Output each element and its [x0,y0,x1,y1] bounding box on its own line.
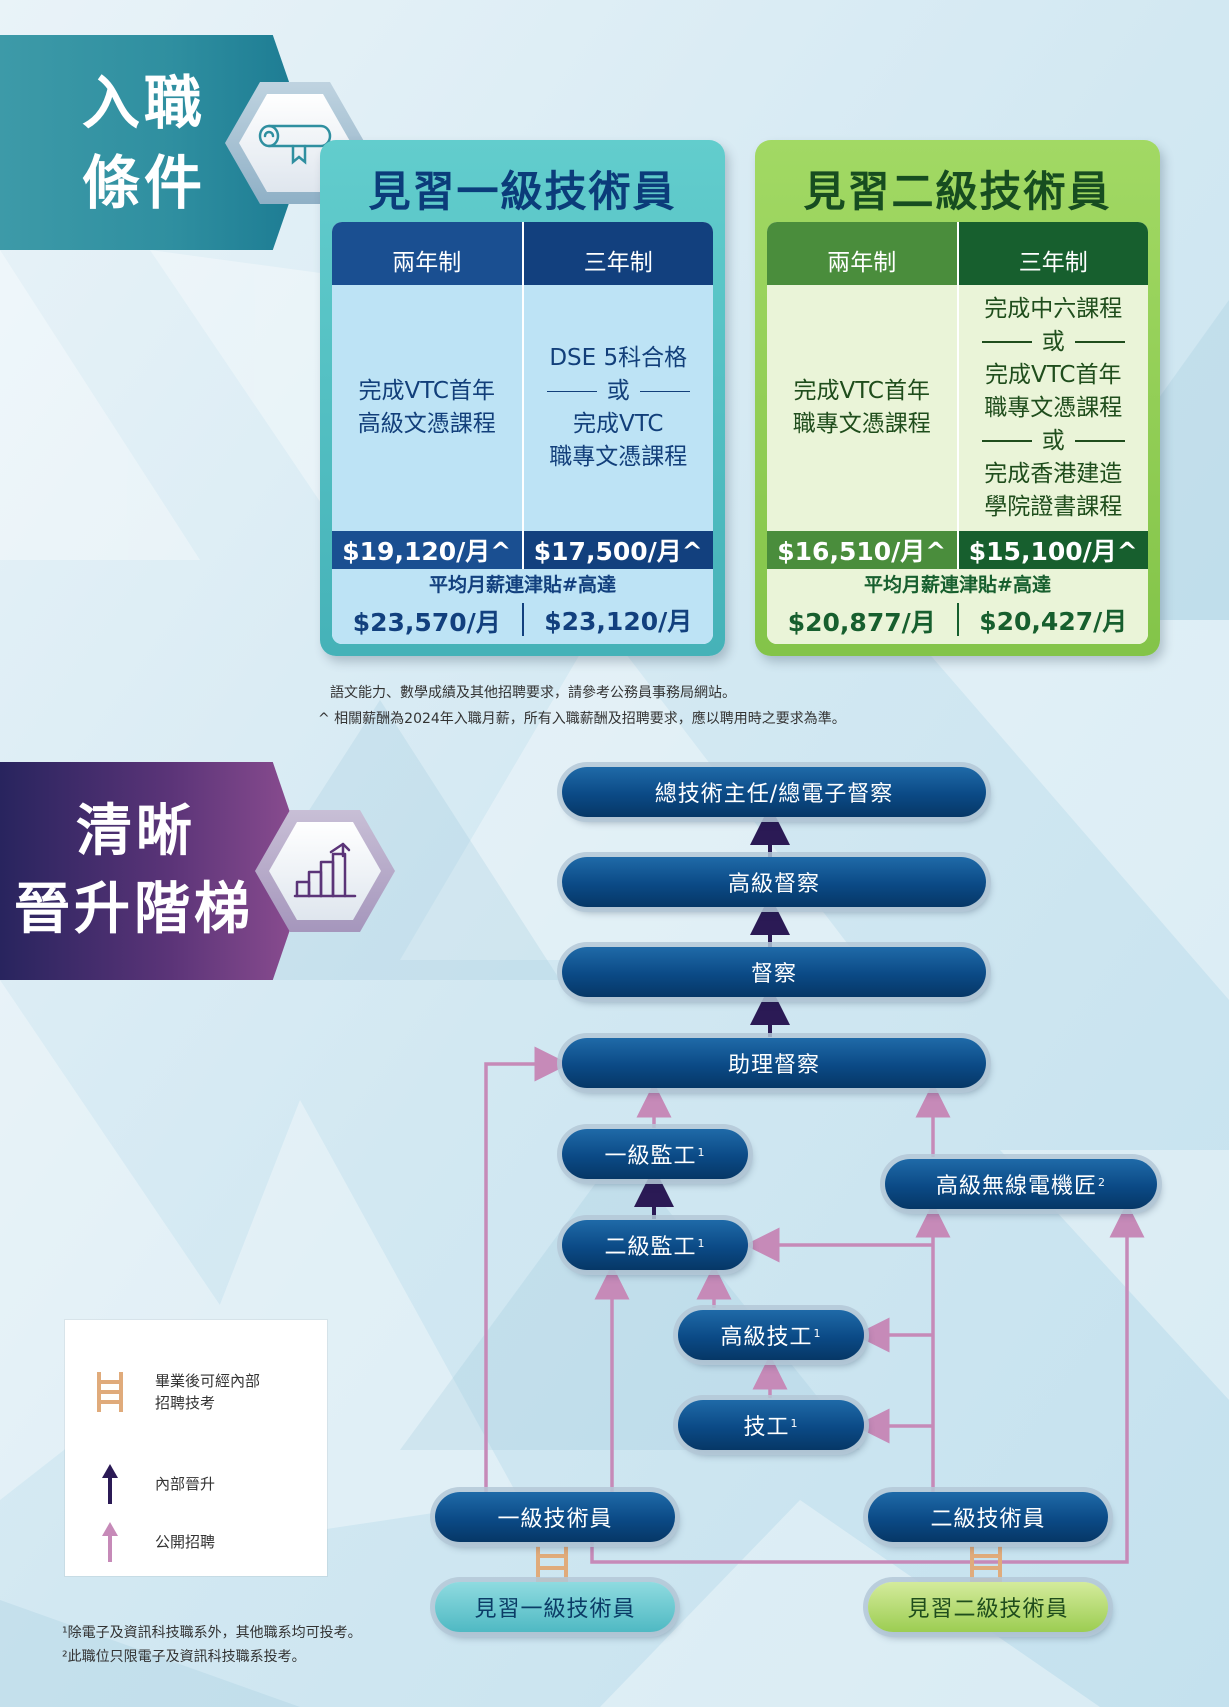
card2-pay-three-year: $15,100/月^ [956,531,1148,569]
card2-tab-two-year: 兩年制 [767,222,957,285]
card2-total-two-year: $20,877/月 [787,607,936,637]
card2-pay-two-year: $16,510/月^ [767,531,957,569]
card1-req-three-year-a: DSE 5科合格 [549,345,688,371]
footnote-marker-2: 2 [1098,1175,1106,1189]
rank-senior-inspector: 高級督察 [562,857,986,907]
card1-title: 見習一級技術員 [368,167,677,216]
card1-req-two-year: 完成VTC首年 高級文憑課程 [332,285,522,531]
card2-req-three-year-b2: 職專文憑課程 [984,394,1123,421]
card2-req-or2: 或 [972,425,1135,458]
card2-req-three-year-a: 完成中六課程 [984,295,1123,322]
legend-internal: 內部晉升 [155,1475,216,1493]
rank-technician-2-label: 二級技術員 [930,1507,1046,1532]
rank-inspector-label: 督察 [750,962,797,987]
card1-table: 兩年制 三年制 完成VTC首年 高級文憑課程 DSE 5科合格 或 完成VTC … [332,222,713,644]
ladder-icon [97,1372,123,1412]
diploma-scroll-icon [258,124,332,165]
card2-req-or1: 或 [972,326,1135,359]
rank-trainee-technician-1: 見習一級技術員 [435,1582,675,1632]
legend-open: 公開招聘 [155,1533,216,1551]
card1-req-three-year-b2: 職專文憑課程 [549,444,688,470]
card1-req-three-year: DSE 5科合格 或 完成VTC 職專文憑課程 [521,285,713,531]
rank-technician-2: 二級技術員 [868,1492,1108,1542]
card2-allowance-label: 平均月薪連津貼#高達 [767,569,1148,597]
card1-tab-three-year: 三年制 [521,222,713,285]
rank-assistant-inspector: 助理督察 [562,1038,986,1088]
card2-req-two-year-line2: 職專文憑課程 [792,411,931,437]
card1-total-two-year: $23,570/月 [352,607,501,637]
internal-promotion-arrow-icon [102,1464,118,1504]
rank-senior-radio-label: 高級無線電機匠 [935,1174,1097,1199]
card1-pay-three-year: $17,500/月^ [521,531,713,569]
trainee-technician-2-card: 見習二級技術員 兩年制 三年制 完成VTC首年 職專文憑課程 完成中六課程 或 … [755,140,1160,656]
footnote-marker-1: 1 [790,1416,799,1430]
card1-req-or: 或 [537,375,700,408]
card1-pay-two-year: $19,120/月^ [332,531,522,569]
rank-artisan-label: 技工 [743,1415,790,1440]
rank-inspector: 督察 [562,947,986,997]
flow-legend: 畢業後可經內部 招聘技考 內部晉升 公開招聘 [65,1320,327,1576]
footnote-marker-1: 1 [697,1145,706,1159]
rank-senior-inspector-label: 高級督察 [727,872,820,897]
rank-chief-label: 總技術主任/總電子督察 [654,782,894,807]
entry-title-line2: 條件 [82,148,207,217]
card2-req-three-year-c2: 學院證書課程 [984,493,1123,520]
card2-total-three-year: $20,427/月 [956,603,1149,636]
card2-req-three-year-c1: 完成香港建造 [984,460,1123,487]
card1-allowance-label: 平均月薪連津貼#高達 [332,569,713,597]
rank-technician-1: 一級技術員 [435,1492,675,1542]
card1-total-three-year: $23,120/月 [521,603,714,636]
rank-technician-1-label: 一級技術員 [497,1507,613,1532]
legend-ladder-line1: 畢業後可經內部 [155,1372,261,1390]
footnote-2: ²此職位只限電子及資訊科技職系投考。 [62,1649,306,1665]
card2-title: 見習二級技術員 [803,167,1112,216]
card2-tab-three-year: 三年制 [956,222,1148,285]
footnote-marker-1: 1 [697,1236,706,1250]
card1-req-three-year-b1: 完成VTC [573,411,664,437]
rank-assistant-inspector-label: 助理督察 [727,1053,820,1078]
legend-ladder-line2: 招聘技考 [155,1394,216,1412]
card2-table: 兩年制 三年制 完成VTC首年 職專文憑課程 完成中六課程 或 完成VTC首年 … [767,222,1148,644]
rank-chief-technical-officer: 總技術主任/總電子督察 [562,767,986,817]
open-recruitment-arrow-icon [102,1522,118,1562]
card2-req-three-year: 完成中六課程 或 完成VTC首年 職專文憑課程 或 完成香港建造 學院證書課程 [956,285,1148,531]
rank-trainee-technician-2: 見習二級技術員 [868,1582,1108,1632]
card2-req-three-year-b1: 完成VTC首年 [985,361,1122,388]
ladder-title-line2: 晉升階梯 [14,877,254,942]
growth-steps-icon [293,842,357,898]
card1-tab-two-year: 兩年制 [332,222,522,285]
rank-senior-artisan-label: 高級技工 [720,1325,813,1350]
note-requirements: 語文能力、數學成績及其他招聘要求，請參考公務員事務局網站。 [330,685,736,701]
rank-foreman-1-label: 一級監工 [604,1144,697,1169]
note-salary: ^ 相關薪酬為2024年入職月薪，所有入職薪酬及招聘要求，應以聘用時之要求為準。 [318,711,846,727]
card1-req-two-year-line2: 高級文憑課程 [357,411,496,437]
rank-trainee-2-label: 見習二級技術員 [907,1597,1069,1622]
footnote-marker-1: 1 [813,1326,822,1340]
footnote-1: ¹除電子及資訊科技職系外，其他職系均可投考。 [62,1625,362,1641]
card1-req-two-year-line1: 完成VTC首年 [358,378,496,404]
card2-req-two-year-line1: 完成VTC首年 [793,378,931,404]
rank-trainee-1-label: 見習一級技術員 [474,1597,636,1622]
rank-foreman-2-label: 二級監工 [604,1235,697,1260]
card2-req-two-year: 完成VTC首年 職專文憑課程 [767,285,957,531]
ladder-title-line1: 清晰 [76,799,196,864]
entry-title-line1: 入職 [82,68,207,137]
trainee-technician-1-card: 見習一級技術員 兩年制 三年制 完成VTC首年 高級文憑課程 DSE 5科合格 … [320,140,725,656]
